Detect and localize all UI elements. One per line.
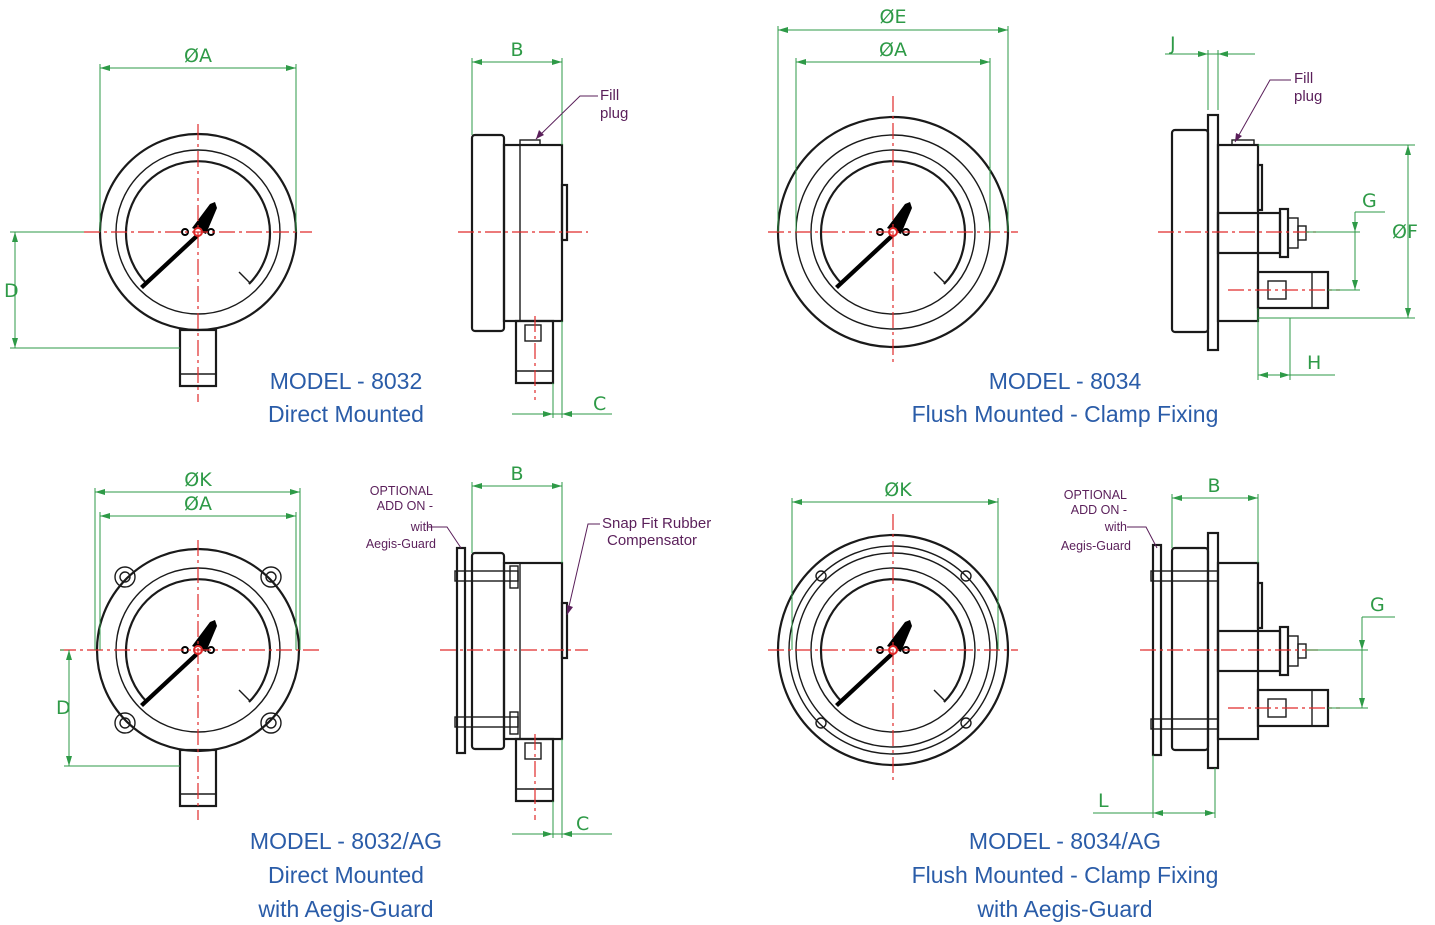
label-dim-f: ØF [1392, 221, 1418, 243]
svg-text:Aegis-Guard: Aegis-Guard [1061, 539, 1131, 553]
label-dim-g: G [1362, 190, 1377, 212]
label-dim-k-8034ag: ØK [884, 479, 912, 501]
note-fill-plug-2: Fill plug [1234, 70, 1322, 143]
label-dim-j: J [1169, 33, 1176, 55]
label-dim-c: C [593, 393, 606, 415]
dim-8032ag-d: D [56, 649, 180, 767]
svg-text:Fill: Fill [1294, 70, 1313, 87]
label-dim-b: B [510, 39, 523, 61]
dim-8034ag-k: ØK [791, 479, 999, 650]
caption-8032: MODEL - 8032 Direct Mounted [268, 368, 424, 427]
svg-text:with Aegis-Guard: with Aegis-Guard [976, 896, 1152, 922]
view-8032-side [458, 133, 588, 400]
dim-8032ag-b: B [471, 463, 563, 563]
note-fill-plug-1: Fill plug [535, 87, 628, 140]
dim-8032ag-c: C [512, 739, 612, 838]
svg-text:with Aegis-Guard: with Aegis-Guard [257, 896, 433, 922]
label-dim-g-8034ag: G [1370, 594, 1385, 616]
dim-8032-a: ØA [99, 45, 297, 232]
dim-8032-d: D [4, 231, 180, 349]
dim-8034ag-b: B [1171, 475, 1259, 563]
label-dim-d: D [4, 280, 19, 302]
note-optional-add-on-1: OPTIONAL ADD ON - with Aegis-Guard [366, 484, 462, 551]
view-8034ag-side [1140, 531, 1340, 770]
svg-text:Flush Mounted - Clamp Fixing: Flush Mounted - Clamp Fixing [912, 401, 1219, 427]
svg-text:plug: plug [600, 105, 628, 122]
caption-8032ag: MODEL - 8032/AG Direct Mounted with Aegi… [250, 828, 442, 922]
dim-8034-a: ØA [795, 39, 991, 232]
label-dim-a: ØA [184, 45, 212, 67]
dim-8032ag-a: ØA [99, 493, 297, 650]
svg-text:Snap Fit Rubber: Snap Fit Rubber [602, 515, 711, 532]
svg-text:Flush Mounted - Clamp Fixing: Flush Mounted - Clamp Fixing [912, 862, 1219, 888]
dim-8034-f: ØF [1258, 144, 1418, 319]
note-optional-add-on-2: OPTIONAL ADD ON - with Aegis-Guard [1061, 488, 1158, 553]
label-dim-h: H [1307, 352, 1321, 374]
svg-text:OPTIONAL: OPTIONAL [1064, 488, 1127, 502]
svg-text:MODEL - 8032: MODEL - 8032 [270, 368, 423, 394]
view-8034-front [768, 96, 1018, 362]
svg-text:Compensator: Compensator [607, 532, 697, 549]
dim-8032-c: C [512, 321, 612, 418]
caption-8034ag: MODEL - 8034/AG Flush Mounted - Clamp Fi… [912, 828, 1219, 922]
svg-text:MODEL - 8034/AG: MODEL - 8034/AG [969, 828, 1161, 854]
dim-8034ag-g: G [1306, 594, 1395, 709]
svg-text:plug: plug [1294, 88, 1322, 105]
svg-text:MODEL - 8032/AG: MODEL - 8032/AG [250, 828, 442, 854]
label-dim-c-ag: C [576, 813, 589, 835]
view-8032-front [84, 124, 312, 402]
dim-8032-b: B [471, 39, 563, 145]
svg-text:Aegis-Guard: Aegis-Guard [366, 537, 436, 551]
svg-text:Direct Mounted: Direct Mounted [268, 401, 424, 427]
label-dim-d-ag: D [56, 697, 71, 719]
dim-8034-e: ØE [777, 6, 1009, 232]
dim-8034-g: G [1306, 190, 1385, 291]
view-8034ag-front [768, 514, 1018, 782]
label-dim-b-8034ag: B [1207, 475, 1220, 497]
svg-text:ADD ON -: ADD ON - [377, 499, 433, 513]
view-8032ag-front [60, 540, 320, 820]
label-dim-b-ag: B [510, 463, 523, 485]
label-dim-l: L [1098, 790, 1109, 812]
svg-text:ADD ON -: ADD ON - [1071, 503, 1127, 517]
svg-text:Direct Mounted: Direct Mounted [268, 862, 424, 888]
svg-text:with: with [410, 520, 433, 534]
dim-8034ag-l: L [1093, 755, 1216, 818]
svg-text:Fill: Fill [600, 87, 619, 104]
dim-8032ag-k: ØK [94, 469, 301, 650]
dim-8034-j: J [1165, 33, 1255, 110]
view-8032ag-side [440, 546, 588, 820]
svg-text:with: with [1104, 520, 1127, 534]
label-dim-k: ØK [184, 469, 212, 491]
label-dim-a-8032ag: ØA [184, 493, 212, 515]
view-8034-side [1158, 113, 1340, 352]
svg-text:MODEL - 8034: MODEL - 8034 [989, 368, 1142, 394]
note-snap-fit: Snap Fit Rubber Compensator [566, 515, 711, 616]
label-dim-a-8034: ØA [879, 39, 907, 61]
caption-8034: MODEL - 8034 Flush Mounted - Clamp Fixin… [912, 368, 1219, 427]
dim-8034-h: H [1257, 308, 1335, 380]
label-dim-e: ØE [880, 6, 907, 28]
svg-text:OPTIONAL: OPTIONAL [370, 484, 433, 498]
